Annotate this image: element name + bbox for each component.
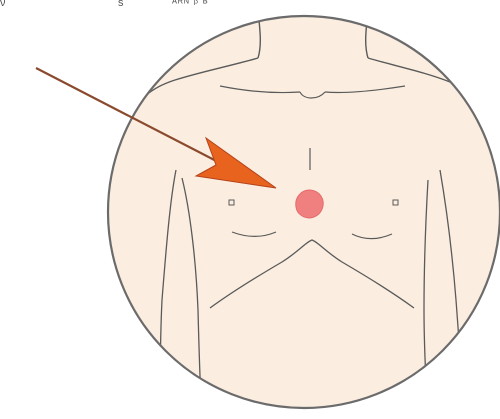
acupoint-marker-icon — [296, 190, 323, 218]
